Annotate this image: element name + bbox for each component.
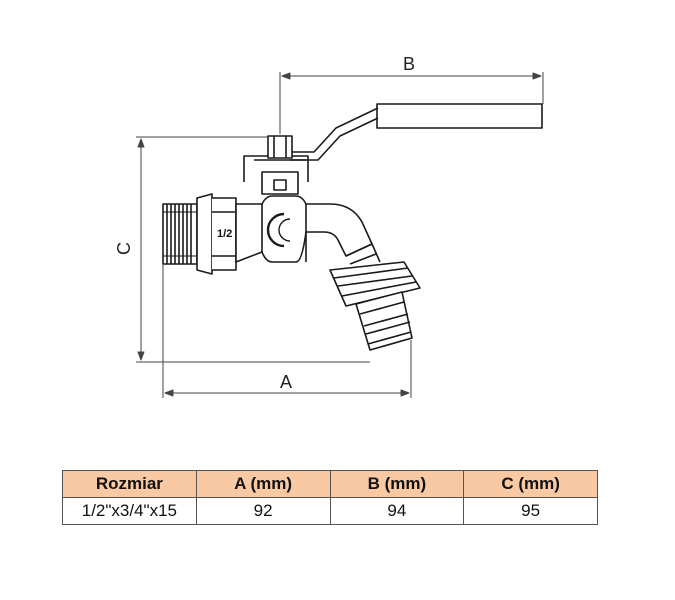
cell-b: 94 xyxy=(329,497,465,525)
dimensions-table: Rozmiar A (mm) B (mm) C (mm) 1/2"x3/4"x1… xyxy=(62,470,598,525)
header-a: A (mm) xyxy=(195,470,331,498)
table-row: 1/2"x3/4"x15 92 94 95 xyxy=(62,497,598,525)
coupling-ring xyxy=(329,243,421,307)
threaded-inlet xyxy=(162,203,198,265)
cell-c: 95 xyxy=(463,497,598,525)
valve-body xyxy=(235,195,373,263)
hex-nut xyxy=(196,193,237,275)
header-b: B (mm) xyxy=(329,470,465,498)
dimension-a-label: A xyxy=(280,372,292,392)
cell-a: 92 xyxy=(195,497,331,525)
stem-nut xyxy=(243,135,309,195)
header-rozmiar: Rozmiar xyxy=(62,470,197,498)
size-marking: 1/2 xyxy=(217,228,232,240)
valve-technical-drawing: 1/2 B C A xyxy=(114,54,544,398)
cell-size: 1/2"x3/4"x15 xyxy=(62,497,197,525)
header-c: C (mm) xyxy=(463,470,598,498)
dimension-c-label: C xyxy=(114,242,134,255)
table-header-row: Rozmiar A (mm) B (mm) C (mm) xyxy=(62,470,598,498)
hose-barb xyxy=(355,291,413,351)
lever-handle xyxy=(290,103,543,161)
dimension-lines xyxy=(136,72,544,398)
dimension-b-label: B xyxy=(403,54,415,74)
